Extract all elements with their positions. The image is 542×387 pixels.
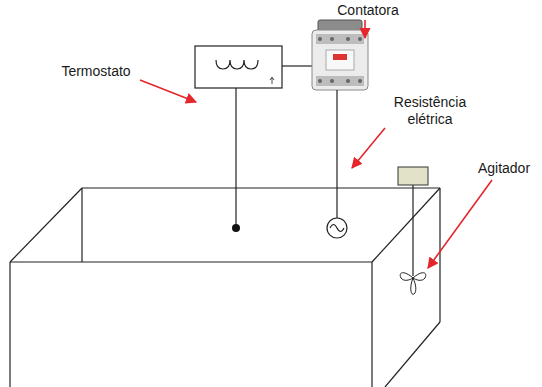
contactor-symbol xyxy=(312,20,368,90)
agitator-symbol xyxy=(398,167,428,294)
callout-label: Contatora xyxy=(313,2,423,19)
tank xyxy=(10,188,440,387)
callout-label: Agitador xyxy=(469,160,539,177)
callout-label: Termostato xyxy=(46,63,146,80)
callout-label: Resistência elétrica xyxy=(385,94,475,128)
resistor-symbol xyxy=(327,90,347,238)
callout-arrows xyxy=(140,20,492,268)
thermostat-symbol xyxy=(195,46,312,232)
